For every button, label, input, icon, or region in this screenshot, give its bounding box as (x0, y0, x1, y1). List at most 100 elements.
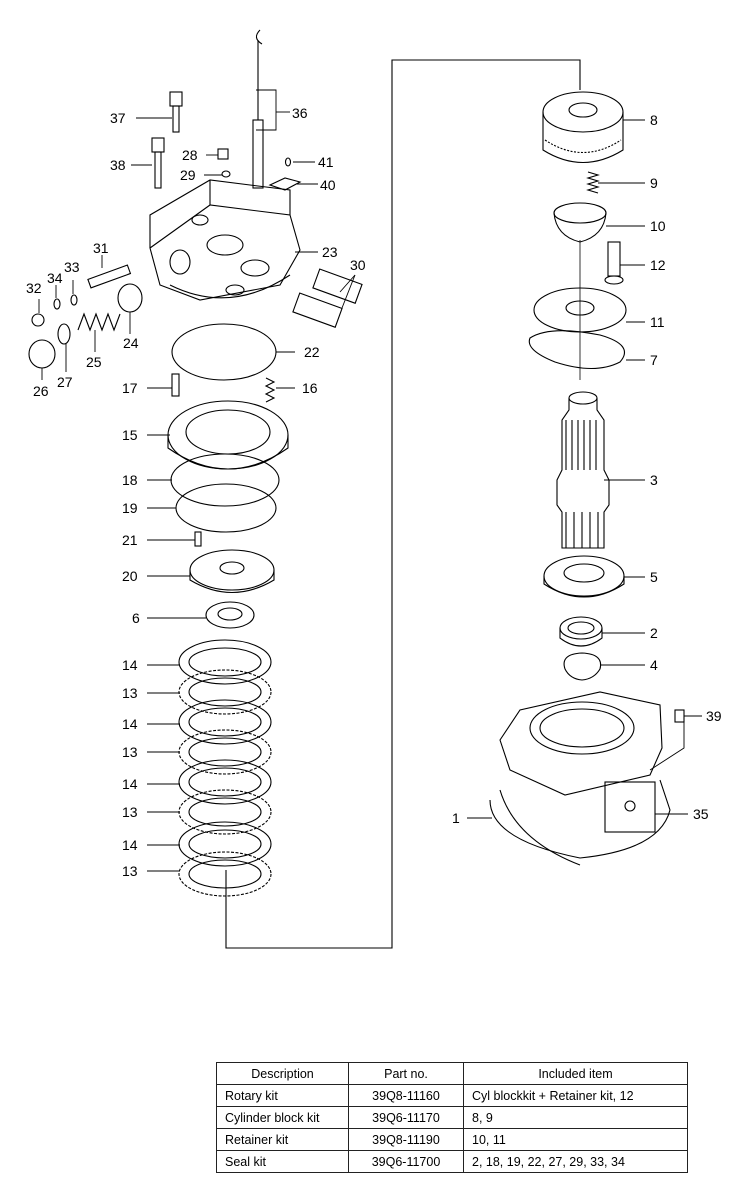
casing-1 (489, 691, 671, 866)
table-row: Rotary kit 39Q8-11160 Cyl blockkit + Ret… (216, 1084, 688, 1107)
plate-20 (189, 549, 275, 594)
o-ring-33 (70, 294, 78, 306)
callout-22: 22 (304, 344, 320, 360)
leader-lines (38, 89, 702, 872)
callout-2: 2 (650, 625, 658, 641)
plug-28 (217, 148, 229, 160)
callout-37: 37 (110, 110, 126, 126)
friction-plate-stack (178, 639, 272, 897)
callout-14: 14 (122, 776, 138, 792)
callout-14: 14 (122, 657, 138, 673)
exploded-parts-diagram: 37 36 38 2 8 41 29 40 31 23 3 4 33 30 32 2… (26, 29, 722, 949)
pin-17 (171, 373, 180, 397)
callout-labels: 37 36 38 2 8 41 29 40 31 23 3 4 33 30 32 2… (26, 105, 722, 879)
bushing-2 (559, 616, 603, 647)
callout-18: 18 (122, 472, 138, 488)
callout-36: 36 (292, 105, 308, 121)
callout-7: 7 (650, 352, 658, 368)
ball-guide-10 (553, 202, 607, 243)
callout-19: 19 (122, 500, 138, 516)
callout-11: 11 (650, 314, 665, 330)
callout-13: 13 (122, 685, 138, 701)
pin-41 (284, 157, 292, 167)
plug-32 (31, 313, 45, 327)
cell-description: Retainer kit (216, 1128, 349, 1151)
callout-8: 8 (650, 112, 658, 128)
cell-part-no: 39Q6-11700 (348, 1150, 464, 1173)
callout-17: 17 (122, 380, 138, 396)
cell-part-no: 39Q6-11170 (348, 1106, 464, 1129)
table-row: Retainer kit 39Q8-11190 10, 11 (216, 1128, 688, 1151)
callout-31: 31 (93, 240, 109, 256)
callout-13: 13 (122, 744, 138, 760)
cell-description: Seal kit (216, 1150, 349, 1173)
cell-part-no: 39Q8-11190 (348, 1128, 464, 1151)
o-ring-27 (57, 323, 71, 345)
valve-cover-housing (149, 179, 301, 301)
plate-40 (268, 177, 302, 191)
relief-valve-30 (292, 268, 363, 328)
callout-13: 13 (122, 863, 138, 879)
callout-30: 30 (350, 257, 366, 273)
plug-39 (674, 709, 685, 723)
cell-part-no: 39Q8-11160 (348, 1084, 464, 1107)
assembly-connector-line (225, 59, 581, 949)
callout-39: 39 (706, 708, 722, 724)
callout-15: 15 (122, 427, 138, 443)
callout-13: 13 (122, 804, 138, 820)
callout-24: 24 (123, 335, 139, 351)
cell-description: Cylinder block kit (216, 1106, 349, 1129)
column-header-included: Included item (463, 1062, 688, 1085)
callout-5: 5 (650, 569, 658, 585)
o-ring-34 (53, 298, 61, 310)
callout-20: 20 (122, 568, 138, 584)
callout-10: 10 (650, 218, 666, 234)
o-ring-22 (171, 323, 277, 381)
callout-12: 12 (650, 257, 666, 273)
pin-21 (194, 531, 202, 547)
callout-32: 32 (26, 280, 42, 296)
cell-included: Cyl blockkit + Retainer kit, 12 (463, 1084, 688, 1107)
column-header-part-no: Part no. (348, 1062, 464, 1085)
callout-9: 9 (650, 175, 658, 191)
bearing-6 (205, 601, 255, 629)
spring-9 (586, 171, 600, 194)
callout-40: 40 (320, 177, 336, 193)
callout-29: 29 (180, 167, 196, 183)
table-row: Cylinder block kit 39Q6-11170 8, 9 (216, 1106, 688, 1129)
sensor-rod-36 (252, 29, 264, 189)
callout-26: 26 (33, 383, 49, 399)
callout-41: 41 (318, 154, 334, 170)
callout-6: 6 (132, 610, 140, 626)
callout-38: 38 (110, 157, 126, 173)
callout-16: 16 (302, 380, 318, 396)
bolt-37 (169, 91, 183, 133)
valve-plate-15 (167, 400, 289, 470)
column-header-description: Description (216, 1062, 349, 1085)
shoe-plate-7 (528, 330, 625, 369)
callout-33: 33 (64, 259, 80, 275)
sleeve-24 (117, 283, 143, 313)
o-ring-19 (175, 483, 277, 533)
snap-ring-4 (563, 652, 602, 681)
pin-31 (87, 264, 132, 289)
callout-4: 4 (650, 657, 658, 673)
cell-description: Rotary kit (216, 1084, 349, 1107)
cylinder-block-8 (542, 91, 624, 164)
cell-included: 8, 9 (463, 1106, 688, 1129)
plug-26 (28, 339, 56, 369)
cell-included: 10, 11 (463, 1128, 688, 1151)
kit-table: Description Part no. Included item Rotar… (216, 1062, 688, 1173)
callout-27: 27 (57, 374, 73, 390)
bolt-38 (151, 137, 165, 189)
callout-14: 14 (122, 716, 138, 732)
spring-25 (77, 312, 121, 332)
callout-23: 23 (322, 244, 338, 260)
cell-included: 2, 18, 19, 22, 27, 29, 33, 34 (463, 1150, 688, 1173)
pin-12 (604, 241, 624, 285)
callout-3: 3 (650, 472, 658, 488)
spring-16 (264, 377, 276, 403)
kit-table-header-row: Description Part no. Included item (216, 1062, 688, 1085)
callout-1: 1 (452, 810, 460, 826)
callout-14: 14 (122, 837, 138, 853)
